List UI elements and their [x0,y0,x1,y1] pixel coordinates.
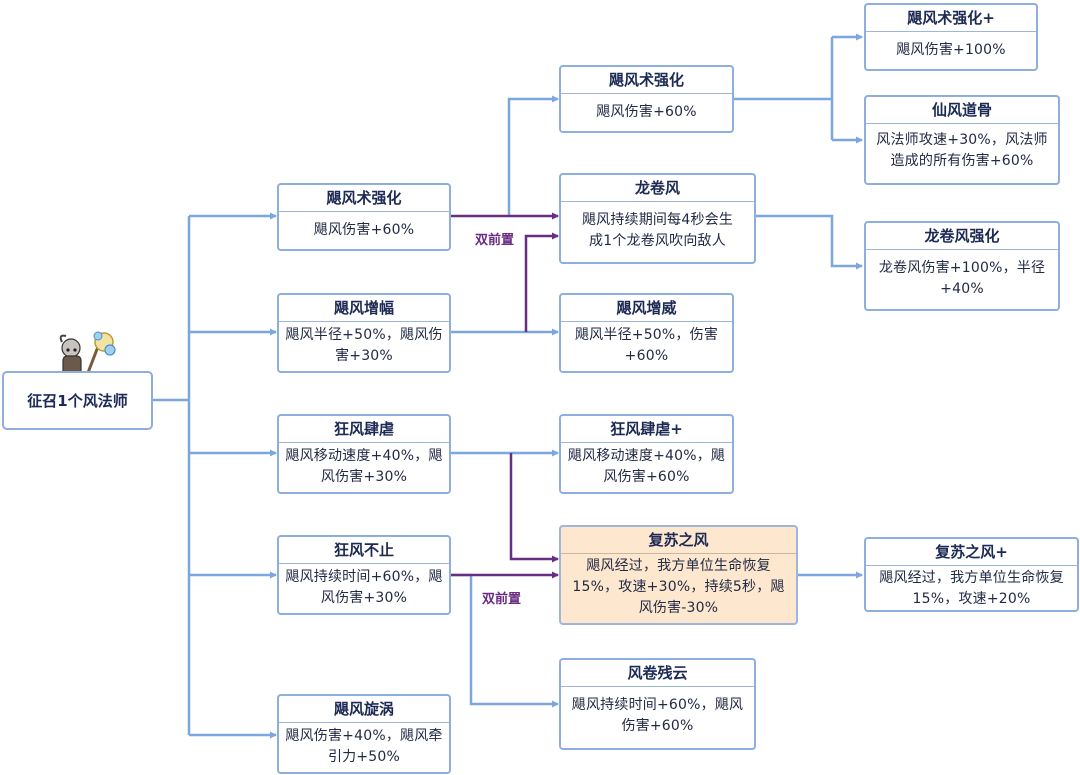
root-summon-wind-mage[interactable]: 征召1个风法师 [2,371,153,430]
node-title: 飓风术强化+ [866,5,1036,32]
dual-prereq-tag-top: 双前置 [475,233,515,248]
node-frenzy[interactable]: 狂风肆虐 飓风移动速度+40%，飓风伤害+30% [277,414,451,494]
node-cyclone-mastery-2[interactable]: 飓风术强化 飓风伤害+60% [559,65,734,133]
node-tornado-mastery[interactable]: 龙卷风强化 龙卷风伤害+100%，半径+40% [864,221,1060,311]
node-title: 龙卷风强化 [866,223,1058,250]
node-desc: 风法师攻速+30%，风法师造成的所有伤害+60% [876,132,1048,169]
node-title: 飓风增威 [561,295,732,322]
node-cyclone-might[interactable]: 飓风增威 飓风半径+50%，伤害+60% [559,293,734,373]
node-cyclone-mastery-1[interactable]: 飓风术强化 飓风伤害+60% [277,183,451,251]
node-title: 仙风道骨 [866,97,1058,124]
node-cyclone-amplify[interactable]: 飓风增幅 飓风半径+50%，飓风伤害+30% [277,293,451,373]
node-desc: 飓风持续时间+60%，飓风伤害+30% [285,569,443,606]
node-title: 飓风增幅 [279,295,449,322]
node-title: 复苏之风+ [866,539,1077,566]
node-cyclone-mastery-plus[interactable]: 飓风术强化+ 飓风伤害+100% [864,3,1038,71]
node-title: 龙卷风 [561,175,754,202]
node-title: 狂风不止 [279,537,449,564]
node-desc: 飓风持续期间每4秒会生成1个龙卷风吹向敌人 [581,212,734,249]
node-desc: 飓风伤害+60% [596,104,697,120]
node-title: 飓风术强化 [279,185,449,212]
dual-prereq-tag-bottom: 双前置 [482,592,522,607]
node-desc: 龙卷风伤害+100%，半径+40% [878,260,1046,297]
node-desc: 飓风伤害+60% [313,222,415,238]
node-revival-wind[interactable]: 复苏之风 飓风经过，我方单位生命恢复15%，攻速+30%，持续5秒，飓风伤害-3… [559,525,798,625]
node-wind-cloud[interactable]: 风卷残云 飓风持续时间+60%，飓风伤害+60% [559,658,756,750]
node-wind-immortal[interactable]: 仙风道骨 风法师攻速+30%，风法师造成的所有伤害+60% [864,95,1060,185]
node-endless-wind[interactable]: 狂风不止 飓风持续时间+60%，飓风伤害+30% [277,535,451,615]
node-title: 飓风旋涡 [279,696,449,723]
node-desc: 飓风移动速度+40%，飓风伤害+60% [567,448,726,485]
node-revival-wind-plus[interactable]: 复苏之风+ 飓风经过，我方单位生命恢复15%，攻速+20% [864,537,1079,612]
node-desc: 飓风持续时间+60%，飓风伤害+60% [571,697,744,734]
root-label: 征召1个风法师 [27,392,128,410]
node-title: 狂风肆虐+ [561,416,732,443]
node-desc: 飓风伤害+40%，飓风牵引力+50% [285,728,443,765]
node-desc: 飓风半径+50%，飓风伤害+30% [285,327,443,364]
node-desc: 飓风伤害+100% [896,42,1006,58]
node-desc: 飓风经过，我方单位生命恢复15%，攻速+30%，持续5秒，飓风伤害-30% [572,558,785,616]
node-title: 风卷残云 [561,660,754,687]
node-desc: 飓风半径+50%，伤害+60% [574,327,719,364]
node-title: 飓风术强化 [561,67,732,94]
node-tornado[interactable]: 龙卷风 飓风持续期间每4秒会生成1个龙卷风吹向敌人 [559,173,756,264]
node-title: 狂风肆虐 [279,416,449,443]
node-cyclone-vortex[interactable]: 飓风旋涡 飓风伤害+40%，飓风牵引力+50% [277,694,451,774]
node-desc: 飓风经过，我方单位生命恢复15%，攻速+20% [879,570,1064,607]
node-desc: 飓风移动速度+40%，飓风伤害+30% [285,448,443,485]
node-frenzy-plus[interactable]: 狂风肆虐+ 飓风移动速度+40%，飓风伤害+60% [559,414,734,494]
node-title: 复苏之风 [561,527,796,554]
